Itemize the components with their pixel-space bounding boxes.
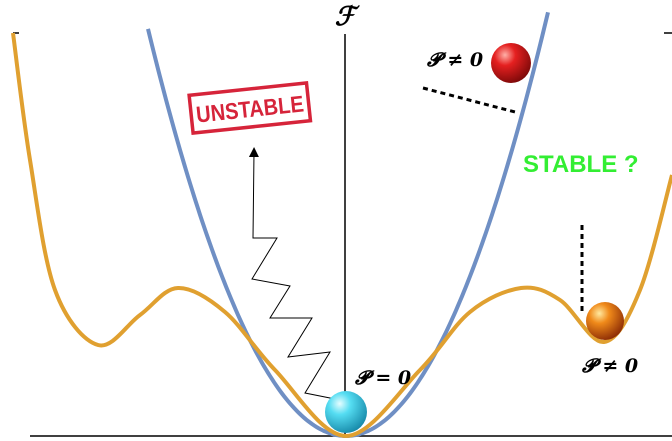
parabola-curve <box>146 11 550 438</box>
stable-label: STABLE ? <box>523 151 639 178</box>
label-p-nonzero-top: 𝓟 ≠ 0 <box>427 49 483 71</box>
unstable-stamp: UNSTABLE <box>187 81 313 135</box>
label-p-zero: 𝓟 = 0 <box>355 367 411 389</box>
ball-top-red <box>491 43 531 83</box>
double-well-curve <box>11 32 672 439</box>
dotted-line-top <box>422 86 516 114</box>
ball-center-cyan <box>325 391 367 433</box>
axis-label-F: ℱ <box>335 2 361 32</box>
ball-right-orange <box>586 302 624 340</box>
label-p-nonzero-right: 𝓟 ≠ 0 <box>582 355 638 377</box>
zigzag-arrow <box>248 147 341 401</box>
